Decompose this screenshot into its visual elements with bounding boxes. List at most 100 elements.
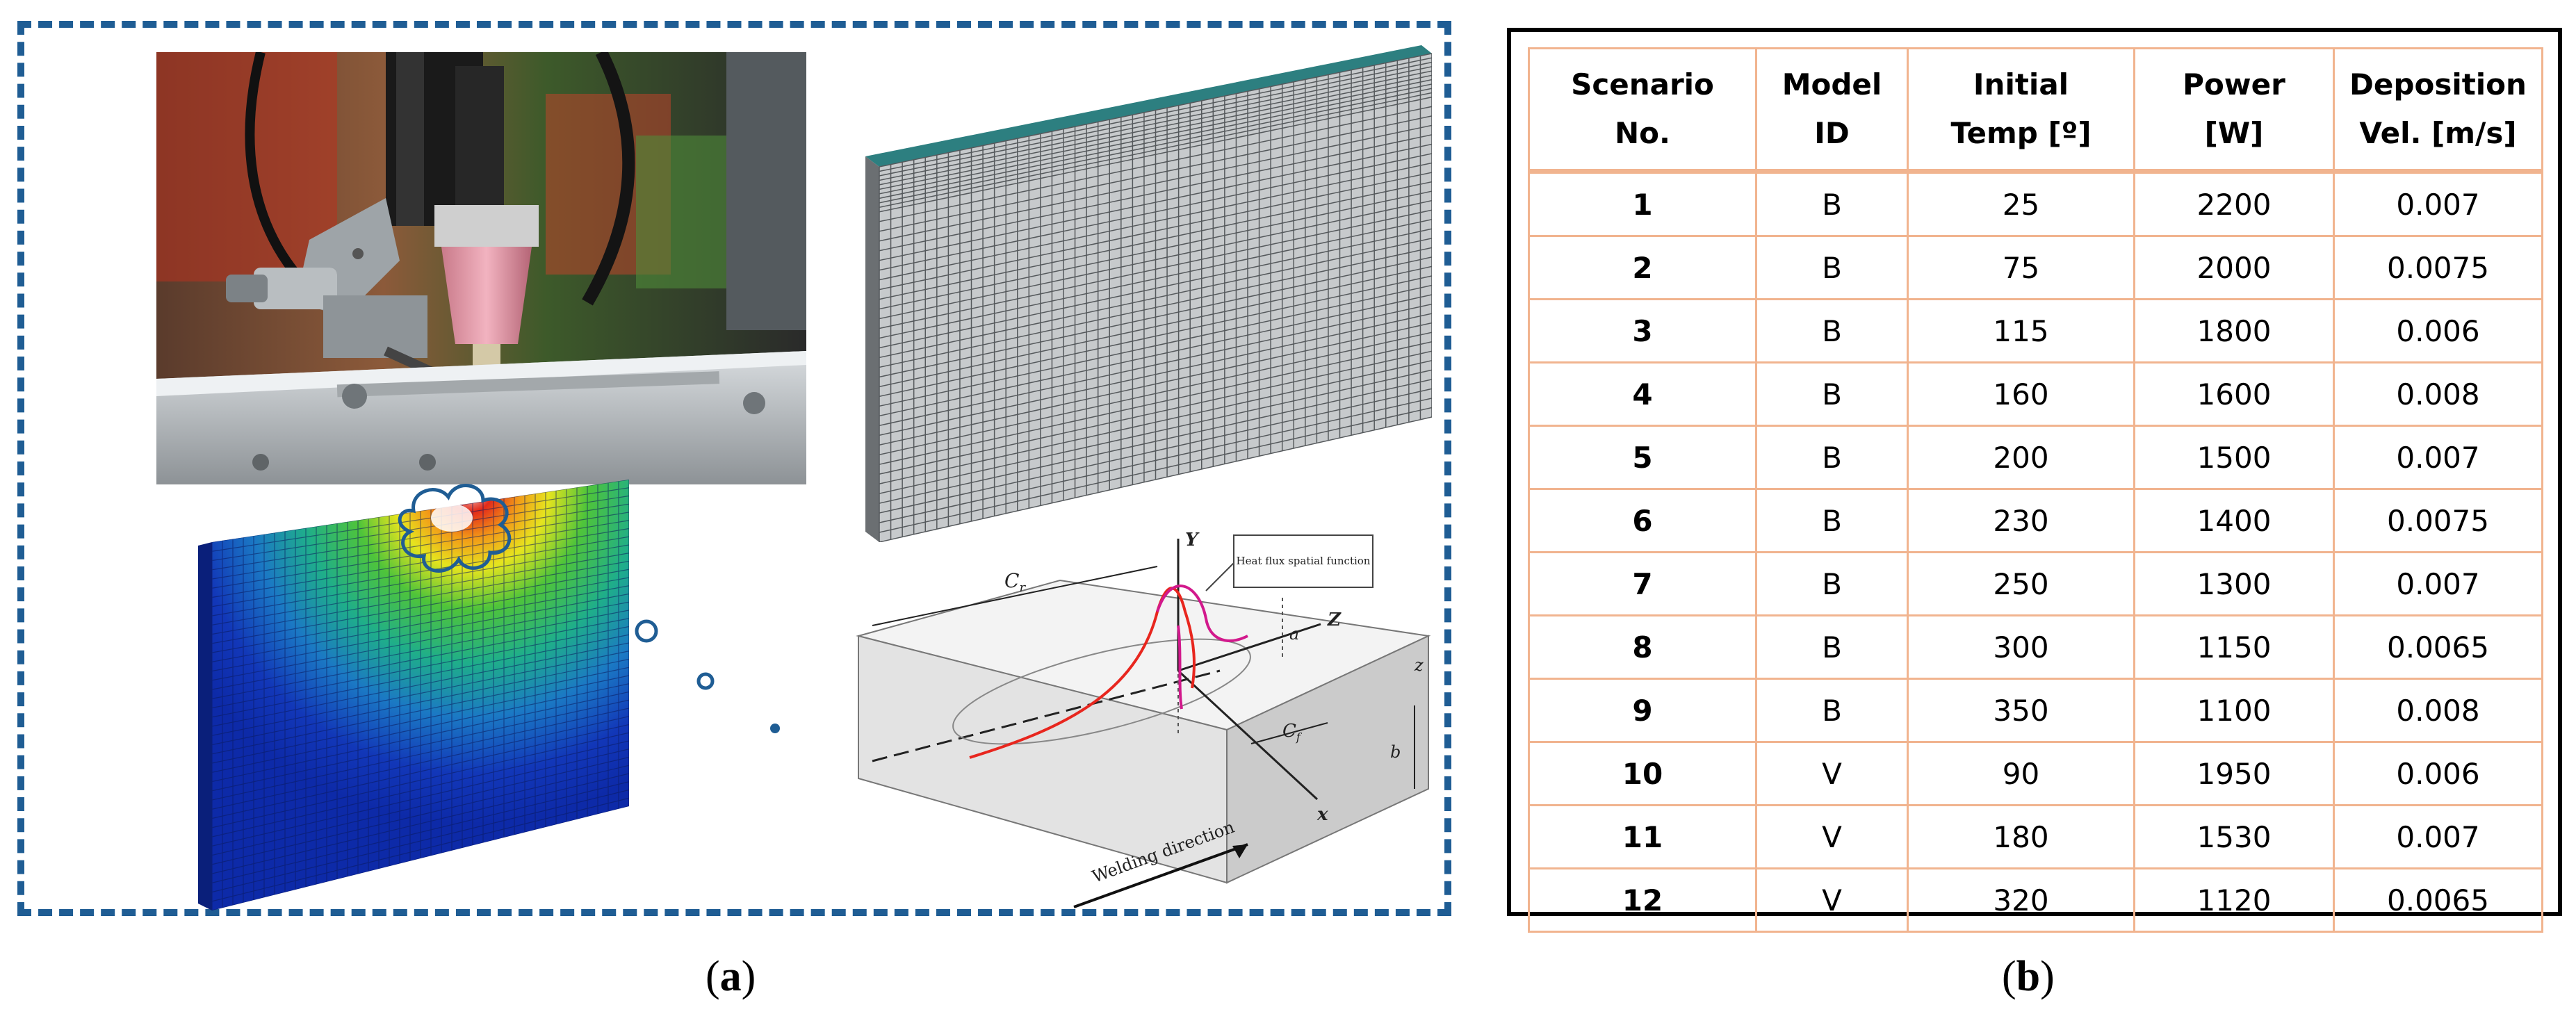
cell-initial-temp: 160: [1907, 361, 2135, 427]
header-power: Power[W]: [2133, 47, 2335, 174]
cell-power: 1100: [2133, 678, 2335, 743]
cell-power: 1120: [2133, 867, 2335, 933]
cell-initial-temp: 25: [1907, 170, 2135, 237]
cell-power: 1500: [2133, 425, 2335, 490]
cell-scenario-no: 9: [1528, 678, 1757, 743]
cell-power: 1150: [2133, 614, 2335, 680]
cell-initial-temp: 250: [1907, 551, 2135, 616]
cell-initial-temp: 320: [1907, 867, 2135, 933]
cell-scenario-no: 8: [1528, 614, 1757, 680]
cell-power: 1300: [2133, 551, 2335, 616]
cell-model-id: B: [1755, 361, 1909, 427]
cell-model-id: B: [1755, 425, 1909, 490]
cell-model-id: B: [1755, 551, 1909, 616]
caption-b: (b): [2002, 953, 2055, 1000]
cell-initial-temp: 200: [1907, 425, 2135, 490]
svg-text:Cf: Cf: [1282, 721, 1303, 744]
fem-mesh-illustration: [865, 45, 1433, 543]
cell-deposition-vel: 0.0065: [2333, 614, 2543, 680]
cell-deposition-vel: 0.007: [2333, 804, 2543, 869]
cell-model-id: B: [1755, 298, 1909, 364]
cell-power: 1530: [2133, 804, 2335, 869]
cell-scenario-no: 4: [1528, 361, 1757, 427]
heat-flux-label: Heat flux spatial function: [1237, 555, 1371, 567]
cell-power: 1800: [2133, 298, 2335, 364]
cell-power: 1400: [2133, 488, 2335, 553]
cell-power: 1600: [2133, 361, 2335, 427]
cell-scenario-no: 5: [1528, 425, 1757, 490]
cell-scenario-no: 1: [1528, 170, 1757, 237]
cell-deposition-vel: 0.0075: [2333, 235, 2543, 300]
cell-scenario-no: 11: [1528, 804, 1757, 869]
cell-deposition-vel: 0.006: [2333, 298, 2543, 364]
cell-model-id: V: [1755, 804, 1909, 869]
cell-model-id: B: [1755, 614, 1909, 680]
cell-model-id: B: [1755, 678, 1909, 743]
welding-photo: [156, 52, 806, 484]
cr-subscript: r: [1019, 580, 1026, 595]
cell-deposition-vel: 0.008: [2333, 361, 2543, 427]
cell-model-id: B: [1755, 488, 1909, 553]
cell-scenario-no: 7: [1528, 551, 1757, 616]
fem-mesh-wall: [865, 45, 1433, 543]
cell-scenario-no: 3: [1528, 298, 1757, 364]
cell-model-id: B: [1755, 235, 1909, 300]
cell-initial-temp: 180: [1907, 804, 2135, 869]
cell-initial-temp: 75: [1907, 235, 2135, 300]
x-axis-label: x: [1316, 804, 1328, 825]
bubble-dot-large: [635, 619, 658, 643]
thermal-contour-plate: [184, 480, 660, 910]
y-axis-label: Y: [1185, 530, 1200, 550]
heat-source-cloud: [398, 484, 512, 573]
cell-deposition-vel: 0.007: [2333, 170, 2543, 237]
cell-model-id: B: [1755, 170, 1909, 237]
cell-deposition-vel: 0.0075: [2333, 488, 2543, 553]
goldak-diagram: Heat flux spatial function Cr Cf a b Y Z…: [856, 530, 1431, 908]
cf-label: C: [1282, 721, 1296, 742]
cell-power: 2200: [2133, 170, 2335, 237]
bubble-dot-small: [770, 724, 780, 733]
cell-deposition-vel: 0.007: [2333, 425, 2543, 490]
z-axis-label: Z: [1327, 610, 1342, 630]
cell-initial-temp: 300: [1907, 614, 2135, 680]
thought-bubble-dots: [622, 605, 831, 744]
cell-deposition-vel: 0.007: [2333, 551, 2543, 616]
cell-model-id: V: [1755, 741, 1909, 806]
a-label: a: [1289, 624, 1299, 644]
thermal-contour-illustration: [198, 480, 629, 910]
cell-initial-temp: 115: [1907, 298, 2135, 364]
bubble-dot-medium: [696, 672, 715, 690]
cell-power: 2000: [2133, 235, 2335, 300]
cell-model-id: V: [1755, 867, 1909, 933]
cr-label: C: [1004, 569, 1019, 592]
cell-scenario-no: 10: [1528, 741, 1757, 806]
welding-photo-illustration: [156, 52, 806, 484]
cell-initial-temp: 90: [1907, 741, 2135, 806]
z-secondary-label: z: [1414, 655, 1424, 675]
cell-deposition-vel: 0.008: [2333, 678, 2543, 743]
cell-initial-temp: 350: [1907, 678, 2135, 743]
cell-deposition-vel: 0.0065: [2333, 867, 2543, 933]
cell-scenario-no: 12: [1528, 867, 1757, 933]
panel-a-frame: Heat flux spatial function Cr Cf a b Y Z…: [17, 21, 1451, 916]
svg-text:Cr: Cr: [1004, 569, 1026, 595]
b-label: b: [1390, 742, 1401, 762]
caption-a: (a): [706, 953, 756, 1000]
cell-scenario-no: 2: [1528, 235, 1757, 300]
